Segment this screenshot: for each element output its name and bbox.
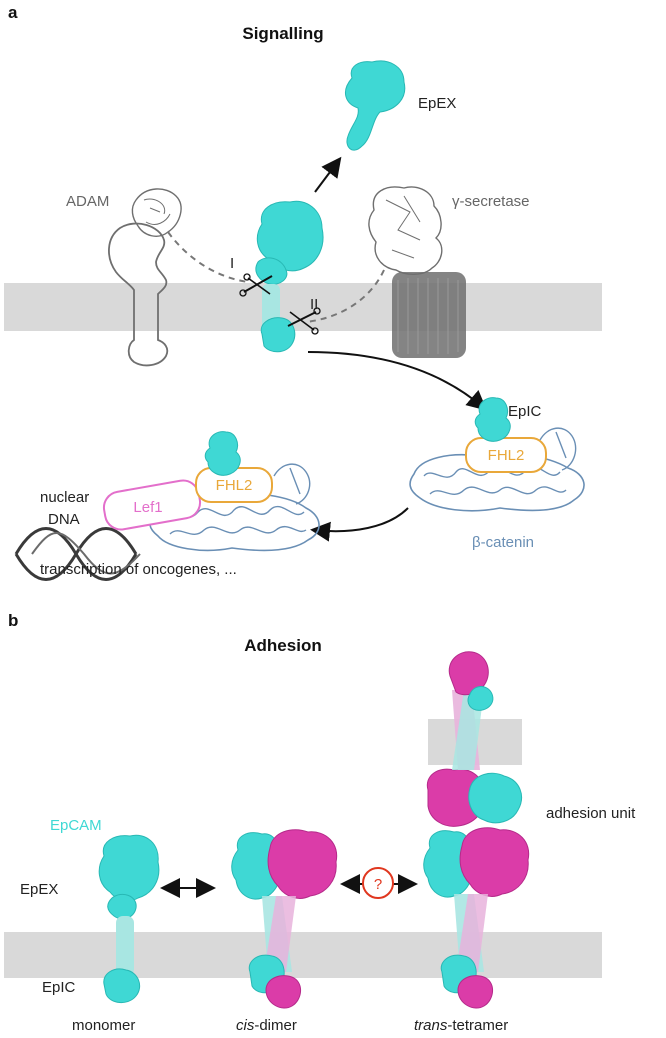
gamma-dashed-tether	[305, 269, 385, 323]
beta-catenin-label: β-catenin	[472, 534, 534, 551]
fhl2-box-right	[465, 437, 547, 473]
epic-protein-left	[204, 431, 241, 476]
epcam-membrane-protein	[255, 200, 324, 353]
scissors-icon	[239, 273, 273, 297]
release-arrow	[314, 156, 342, 193]
epcam-cis-dimer	[231, 829, 338, 1009]
question-circle	[362, 867, 394, 899]
trans-prefix: trans	[414, 1017, 448, 1034]
adam-label: ADAM	[66, 193, 109, 210]
epcam-trans-tetramer	[423, 651, 530, 1009]
fhl2-label-right: FHL2	[488, 447, 525, 464]
cis-suffix: -dimer	[254, 1017, 297, 1034]
adam-dashed-tether	[167, 231, 249, 283]
epex-shed-protein	[344, 60, 406, 151]
panel-a-title: Signalling	[242, 24, 323, 43]
adhesion-unit-label: adhesion unit	[546, 805, 636, 822]
fhl2-label-left: FHL2	[216, 477, 253, 494]
transcription-label: transcription of oncogenes, ...	[40, 561, 237, 578]
epic-label-a: EpIC	[508, 403, 542, 420]
question-mark: ?	[374, 876, 382, 893]
panel-b-title: Adhesion	[244, 636, 321, 655]
membrane-band-b	[4, 932, 602, 978]
cleavage-site-1-label: I	[230, 255, 234, 272]
cis-prefix: cis	[236, 1017, 255, 1034]
dna-label: DNA	[48, 511, 80, 528]
trans-suffix: -tetramer	[447, 1017, 508, 1034]
lef1-label: Lef1	[133, 499, 162, 516]
membrane-band-a	[4, 283, 602, 331]
epic-release-arrow	[307, 351, 488, 411]
epcam-monomer	[98, 834, 160, 1003]
gamma-secretase-label: γ-secretase	[452, 193, 530, 210]
monomer-label: monomer	[72, 1017, 135, 1034]
panel-b-letter: b	[8, 611, 18, 630]
epex-label-a: EpEX	[418, 95, 456, 112]
epex-label-b: EpEX	[20, 881, 58, 898]
cis-dimer-label: cis-dimer	[236, 1017, 297, 1034]
epic-protein-right	[474, 397, 511, 442]
adam-protease	[108, 188, 182, 367]
cleavage-site-2-label: II	[310, 296, 318, 313]
panel-a-letter: a	[8, 3, 18, 22]
epcam-label: EpCAM	[50, 817, 102, 834]
dna-double-helix	[14, 527, 141, 581]
epic-label-b: EpIC	[42, 979, 76, 996]
trans-tetramer-label: trans-tetramer	[414, 1017, 508, 1034]
scissors-icon	[287, 307, 321, 335]
nuclear-label: nuclear	[40, 489, 89, 506]
nuclear-translocation-arrow	[310, 507, 409, 542]
gamma-secretase-complex	[368, 186, 466, 358]
